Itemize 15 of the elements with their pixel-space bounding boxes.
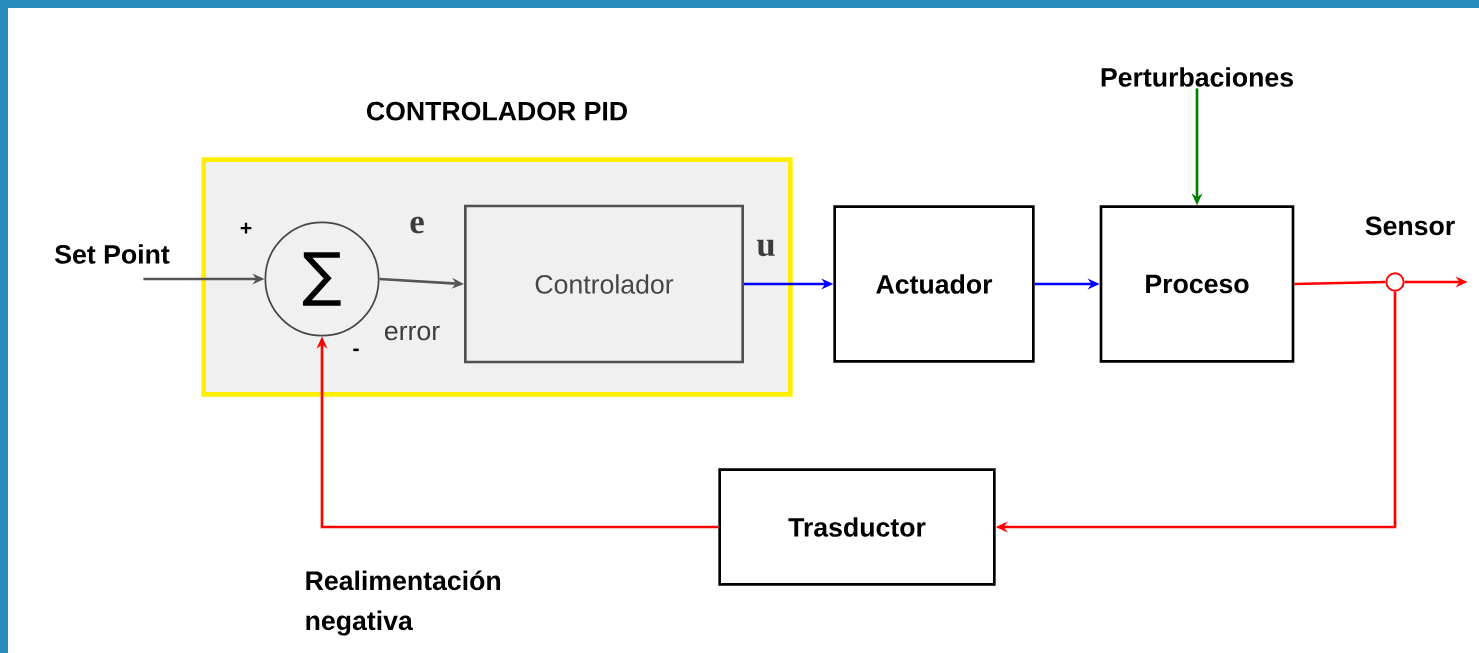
block-box: Proceso [1099,205,1295,363]
signal-label: Set Point [55,244,170,264]
sign-label: - [353,348,359,352]
edge-label: e [410,216,424,234]
signal-label: Perturbaciones [1101,67,1293,87]
signal-label: error [385,325,440,341]
controller-box: Controlador [464,204,744,364]
sign-label: + [240,222,252,234]
group-heading: CONTROLADOR PID [367,101,627,121]
signal-label: Sensor [1365,216,1455,236]
block-box: Actuador [833,205,1035,363]
summing-junction: ∑ [264,221,380,337]
edge-label: u [756,239,775,257]
note-text: Realimentación negativa [306,570,501,636]
block-box: Trasductor [718,468,996,586]
